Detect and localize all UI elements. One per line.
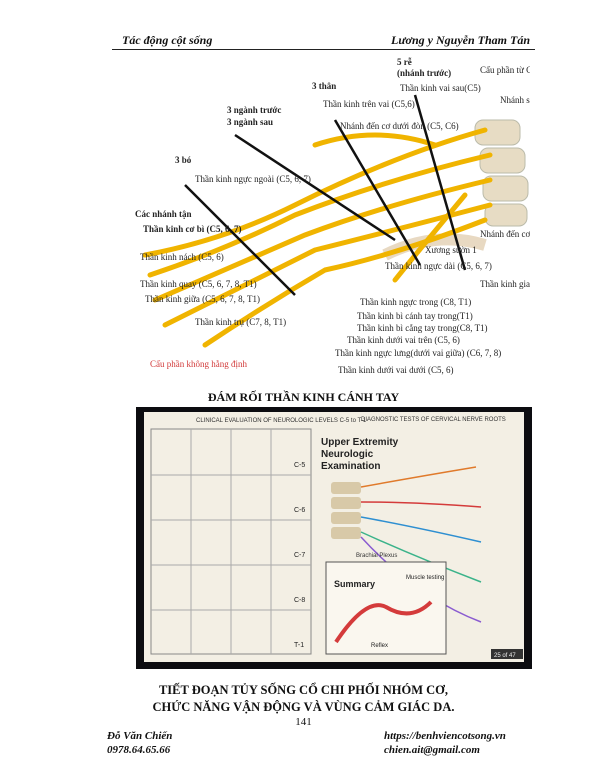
figure1-caption: ĐÁM RỐI THẦN KINH CÁNH TAY	[207, 390, 400, 404]
label-roots: 5 rễ	[397, 57, 412, 67]
level-c6: C-6	[294, 507, 305, 514]
center-title-2: Neurologic	[321, 449, 374, 460]
header-left: Tác động cột sống	[122, 33, 213, 47]
level-c5: C-5	[294, 462, 305, 469]
label-lat-pect: Thần kinh ngực ngoài (C5, 6, 7)	[195, 174, 311, 184]
label-med-pect: Thần kinh ngực trong (C8, T1)	[360, 297, 471, 307]
reflex-label: Reflex	[371, 643, 388, 649]
center-title-1: Upper Extremity	[321, 437, 399, 448]
right-panel-title: DIAGNOSTIC TESTS OF CERVICAL NERVE ROOTS	[361, 417, 506, 423]
page-counter-box	[491, 649, 523, 659]
page-number: 141	[295, 716, 312, 728]
label-divisions-back: 3 ngành sau	[227, 117, 273, 127]
label-divisions-front: 3 ngành trước	[227, 105, 281, 115]
spinal-column	[331, 482, 361, 539]
label-dorsal-scap: Thần kinh vai sau(C5)	[400, 83, 481, 93]
label-branch: Nhánh sau	[500, 95, 530, 105]
muscle-testing-label: Muscle testing	[406, 575, 444, 581]
label-median: Thần kinh giữa (C5, 6, 7, 8, T1)	[145, 294, 260, 304]
footer-author: Đỗ Văn Chiến	[107, 730, 173, 742]
label-lower-subscap: Thần kinh dưới vai dưới (C5, 6)	[338, 365, 454, 375]
label-axillary: Thần kinh nách (C5, 6)	[140, 252, 224, 262]
label-intercostal: Thần kinh gian sườn 1	[480, 279, 530, 289]
left-panel-title: CLINICAL EVALUATION OF NEUROLOGIC LEVELS…	[196, 418, 367, 424]
label-cords: 3 bó	[175, 155, 192, 165]
label-radial: Thần kinh quay (C5, 6, 7, 8, T1)	[140, 279, 257, 289]
footer-phone: 0978.64.65.66	[107, 744, 171, 756]
label-ulnar: Thần kinh trụ (C7, 8, T1)	[195, 317, 286, 327]
label-med-cut-fore: Thần kinh bì cẳng tay trong(C8, T1)	[357, 323, 488, 333]
label-c4: Cấu phần từ C4	[480, 65, 530, 75]
label-branches: Các nhánh tận	[135, 209, 192, 219]
label-suprascap: Thần kinh trên vai (C5,6)	[323, 99, 415, 109]
header-right: Lương y Nguyễn Tham Tán	[391, 33, 530, 47]
header-rule	[112, 49, 535, 50]
center-title-3: Examination	[321, 461, 380, 472]
figure2-caption-line1: TIẾT ĐOẠN TỦY SỐNG CỔ CHI PHỐI NHÓM CƠ,	[158, 683, 449, 697]
left-grid	[150, 428, 312, 655]
label-subclavius: Nhánh đến cơ dưới đòn (C5, C6)	[340, 121, 459, 131]
label-thoracodorsal: Thần kinh ngực lưng(dưới vai giữa) (C6, …	[335, 348, 501, 358]
label-upper-subscap: Thần kinh dưới vai trên (C5, 6)	[347, 335, 460, 345]
footer-email[interactable]: chien.ait@gmail.com	[384, 744, 480, 756]
label-inconsistent: Cấu phần không hằng định	[150, 359, 247, 369]
brachial-plexus-diagram: 5 rễ (nhánh trước) Cấu phần từ C4 Thần k…	[135, 55, 530, 385]
nerve-bundle	[142, 127, 493, 348]
summary-title: Summary	[334, 579, 375, 589]
label-med-cut-arm: Thần kinh bì cánh tay trong(T1)	[357, 311, 473, 321]
pointer-lines	[184, 94, 467, 296]
figure2-caption-line2: CHỨC NĂNG VẬN ĐỘNG VÀ VÙNG CẢM GIÁC DA.	[152, 700, 455, 714]
neurologic-exam-image: CLINICAL EVALUATION OF NEUROLOGIC LEVELS…	[136, 407, 532, 669]
label-trunks: 3 thân	[312, 81, 336, 91]
brachial-plexus-label: Brachial Plexus	[356, 553, 397, 559]
summary-arm	[334, 600, 433, 644]
label-long-thoracic: Thần kinh ngực dài (C5, 6, 7)	[385, 261, 492, 271]
label-musculocut: Thần kinh cơ bì (C5, 6, 7)	[143, 224, 242, 234]
label-rib1: Xương sườn 1	[425, 245, 477, 255]
level-c8: C-8	[294, 597, 305, 604]
level-c7: C-7	[294, 552, 305, 559]
level-t1: T-1	[294, 642, 304, 649]
page-counter: 25 of 47	[494, 653, 516, 659]
label-scalene: Nhánh đến cơ dài cổ và cơ bậc thang (C5,…	[480, 229, 530, 239]
neurologic-exam-illustration: CLINICAL EVALUATION OF NEUROLOGIC LEVELS…	[144, 412, 524, 662]
footer-website[interactable]: https://benhviencotsong.vn	[384, 730, 506, 742]
label-roots-sub: (nhánh trước)	[397, 68, 451, 78]
cervical-spine	[474, 119, 529, 227]
